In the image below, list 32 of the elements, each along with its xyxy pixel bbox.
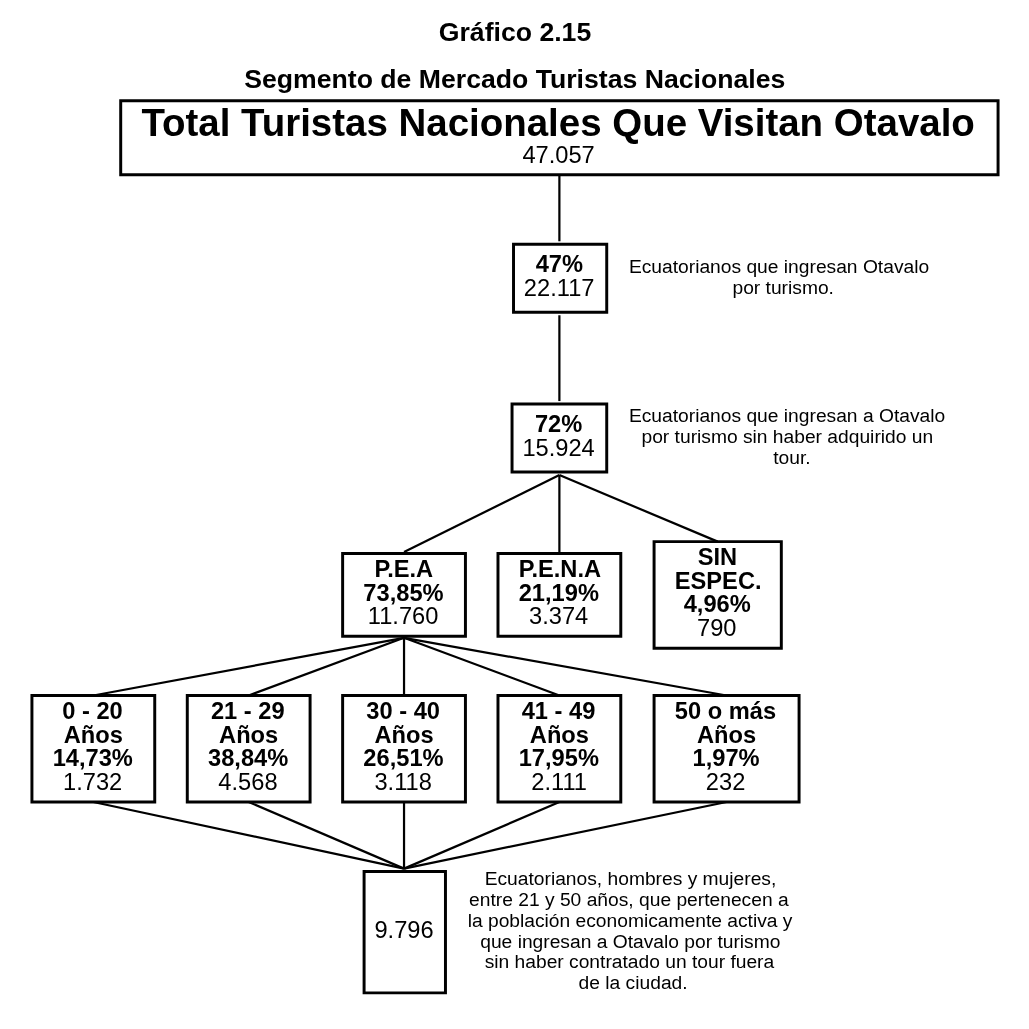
caption: Segmento de Mercado Turistas Nacionales	[243, 63, 785, 94]
node-label: Ecuatorianos, hombres y mujeres, entre 21 y 50 años, que pertenecen a la población economicamente activa y que ingresan a Otavalo por turismo sin haber contratado un tour fuera de la ciudad.	[467, 867, 792, 993]
node-box: 72% 15.924	[510, 402, 608, 474]
connector	[557, 314, 560, 401]
node-label: Ecuatorianos que ingresan Otavalo por turismo.	[628, 255, 929, 298]
connector	[403, 636, 560, 697]
node-box: 50 o más Años 1,97% 232	[652, 693, 801, 803]
connector	[557, 474, 560, 552]
connector	[92, 636, 404, 697]
connector	[402, 801, 405, 869]
connector	[247, 800, 404, 870]
connector	[247, 636, 404, 697]
node-box: 21 - 29 Años 38,84% 4.568	[185, 693, 312, 803]
node-box: P.E.N.A 21,19% 3.374	[496, 551, 622, 638]
connector	[92, 800, 404, 870]
connector	[403, 473, 560, 553]
connector	[403, 636, 727, 697]
connector	[403, 800, 560, 870]
node-box: 47% 22.117	[511, 242, 608, 314]
node-box: 0 - 20 Años 14,73% 1.732	[29, 693, 156, 803]
diagram-title: Gráfico 2.15	[438, 16, 591, 47]
node-box: 30 - 40 Años 26,51% 3.118	[340, 693, 467, 803]
node-label: Ecuatorianos que ingresan a Otavalo por turismo sin haber adquirido un tour.	[628, 404, 945, 468]
node-box: Total Turistas Nacionales Que Visitan Otavalo 47.057	[118, 98, 1000, 176]
connector	[402, 637, 405, 695]
node-box: 9.796	[362, 869, 447, 994]
node-box: SIN ESPEC. 4,96% 790	[652, 539, 783, 650]
node-box: 41 - 49 Años 17,95% 2.111	[496, 693, 622, 803]
node-box: P.E.A 73,85% 11.760	[340, 551, 467, 638]
connector	[403, 800, 727, 870]
connector	[558, 473, 718, 543]
connector	[557, 174, 560, 241]
